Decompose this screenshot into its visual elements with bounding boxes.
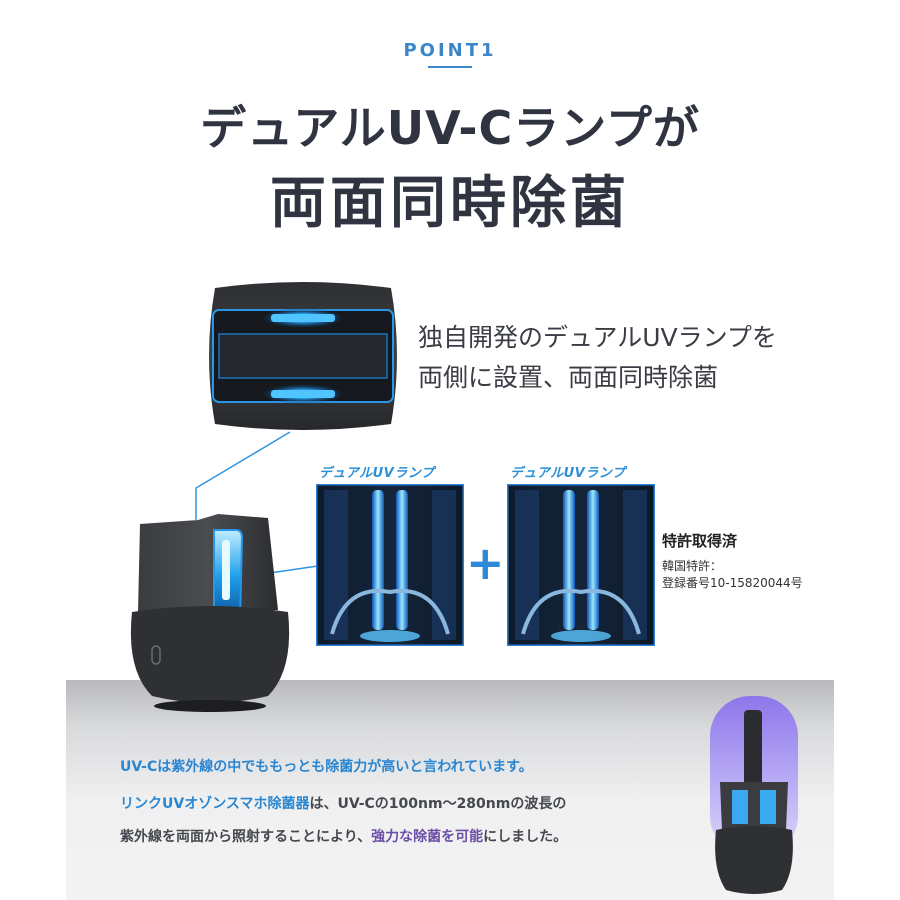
patent-title: 特許取得済 bbox=[662, 532, 738, 550]
lamp-label-left: デュアルUVランプ bbox=[319, 466, 435, 481]
product-name-highlight: リンクUVオゾンスマホ除菌器 bbox=[120, 796, 310, 812]
title-line-2: 両面同時除菌 bbox=[270, 171, 630, 236]
feature-description: 独自開発のデュアルUVランプを 両側に設置、両面同時除菌 bbox=[418, 318, 777, 398]
sterilization-text: 紫外線を両面から照射することにより、強力な除菌を可能にしました。 bbox=[120, 826, 567, 846]
irradiation-text: 紫外線を両面から照射することにより、 bbox=[120, 829, 372, 845]
closing-text: にしました。 bbox=[483, 829, 568, 845]
product-photo bbox=[710, 696, 798, 894]
wavelength-text: は、UV-Cの100nm～280nmの波長の bbox=[309, 796, 567, 812]
product-wavelength-text: リンクUVオゾンスマホ除菌器は、UV-Cの100nm～280nmの波長の bbox=[120, 793, 566, 813]
point-underline bbox=[428, 66, 472, 68]
strong-sterilization-highlight: 強力な除菌を可能 bbox=[371, 829, 484, 845]
lamp-module-image bbox=[209, 282, 397, 430]
description-line-2: 両側に設置、両面同時除菌 bbox=[418, 363, 719, 392]
lamp-panel-left bbox=[316, 484, 464, 646]
title-line-1: デュアルUV-Cランプが bbox=[200, 101, 700, 155]
patent-number: 登録番号10-15820044号 bbox=[662, 576, 803, 590]
lamp-panel-right bbox=[507, 484, 655, 646]
patent-country: 韓国特許： bbox=[662, 559, 723, 573]
sterilizer-device-image bbox=[130, 514, 290, 712]
lamp-label-right: デュアルUVランプ bbox=[510, 466, 626, 481]
point-label: POINT1 bbox=[403, 40, 497, 61]
description-line-1: 独自開発のデュアルUVランプを bbox=[418, 323, 777, 352]
plus-icon: + bbox=[466, 536, 505, 590]
uvc-statement: UV-Cは紫外線の中でももっとも除菌力が高いと言われています。 bbox=[120, 759, 533, 775]
gray-band bbox=[66, 680, 834, 900]
